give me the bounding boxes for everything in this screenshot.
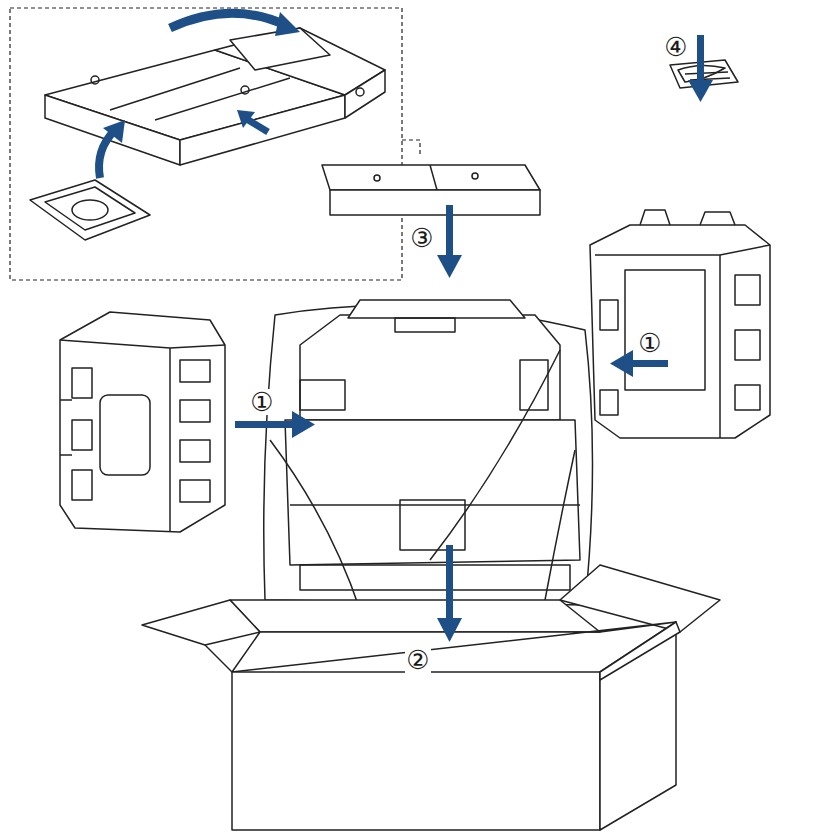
lid-folding-inset xyxy=(10,8,420,280)
lid-piece xyxy=(322,165,540,215)
direction-arrows xyxy=(235,35,713,642)
printer xyxy=(264,300,593,610)
callout-number: ① xyxy=(249,389,274,415)
callout-number: ④ xyxy=(663,34,688,60)
right-foam xyxy=(590,210,770,438)
callout-number: ① xyxy=(637,330,662,356)
callout-number: ② xyxy=(405,647,430,673)
cardboard-box xyxy=(142,565,720,830)
left-foam xyxy=(60,312,225,532)
callout-number: ③ xyxy=(409,225,434,251)
